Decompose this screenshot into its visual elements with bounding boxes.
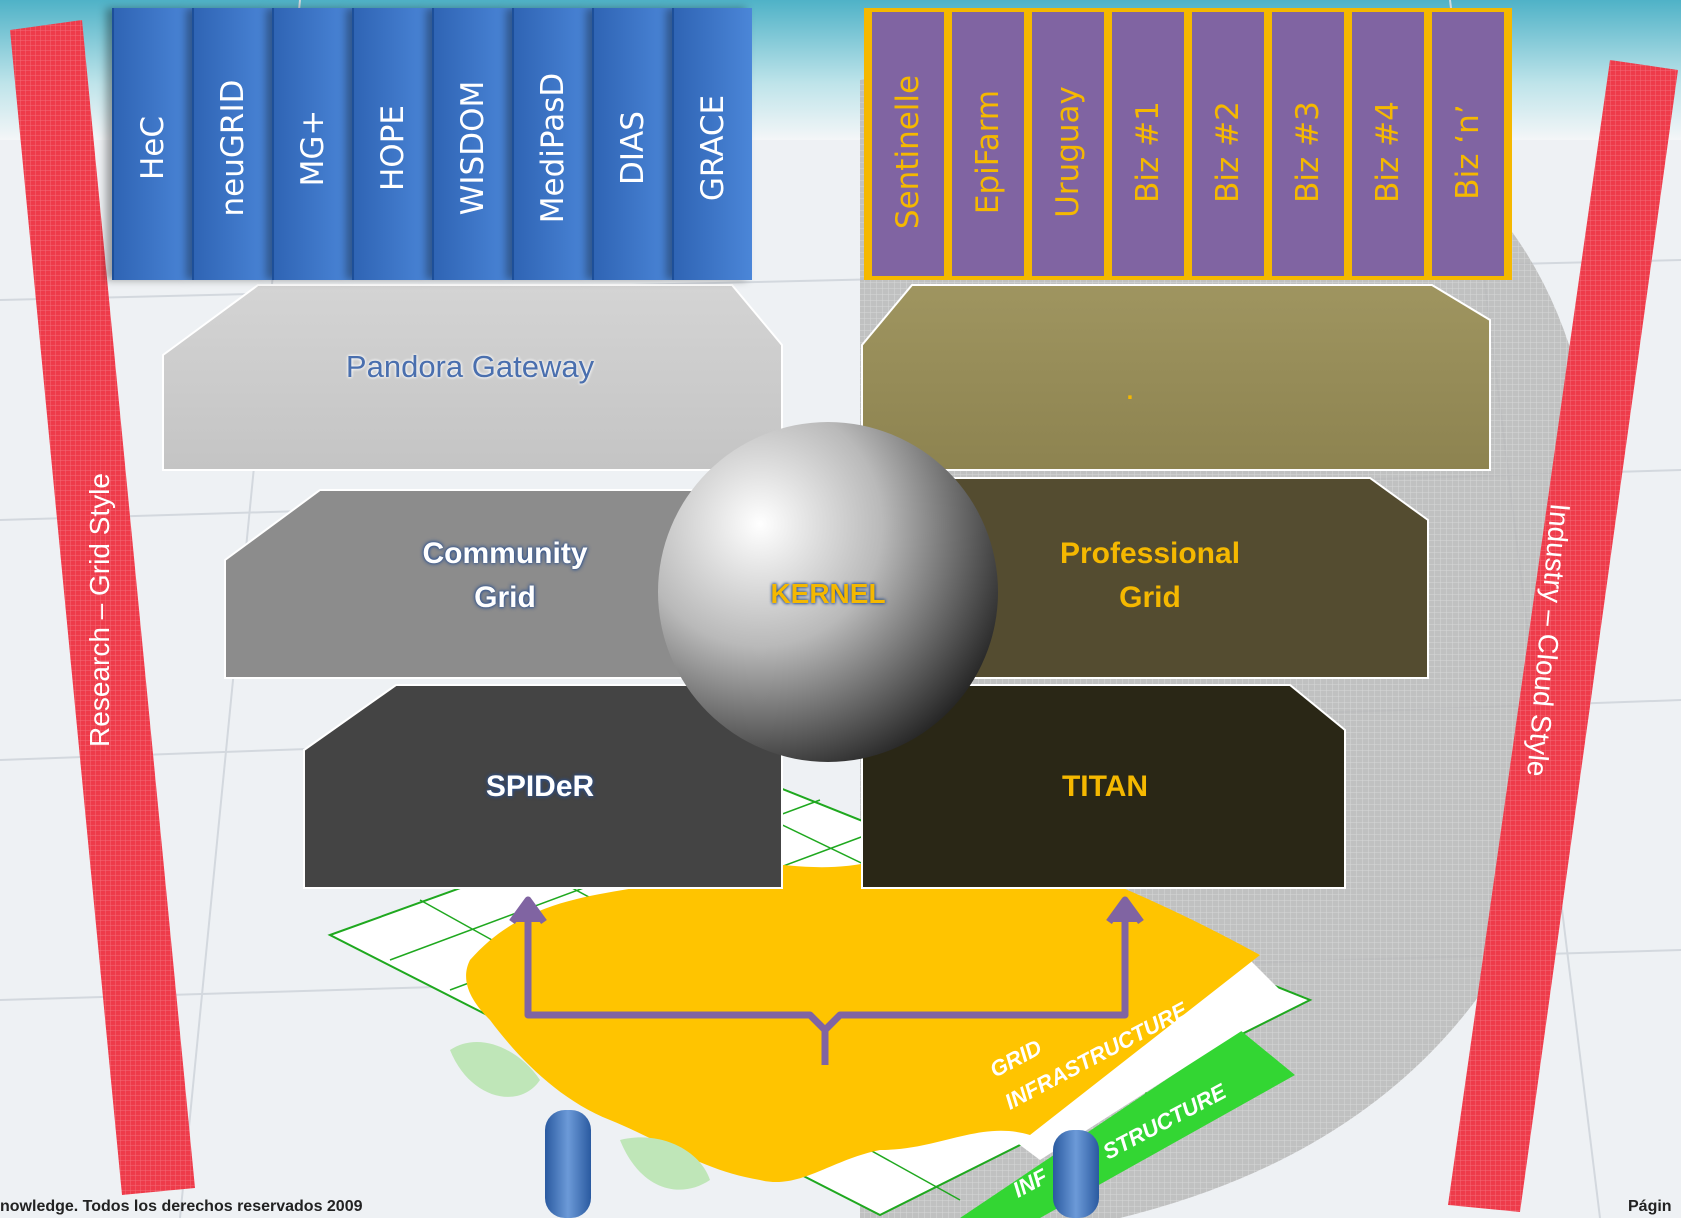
project-column: neuGRID xyxy=(192,8,272,280)
pandora-gateway-label: Pandora Gateway xyxy=(345,349,595,384)
project-column: Sentinelle xyxy=(868,8,948,280)
project-label: Biz #4 xyxy=(1370,101,1406,203)
project-label: MediPasD xyxy=(535,72,571,224)
pandora-gateway-layer xyxy=(162,284,783,471)
pillar-right xyxy=(1053,1130,1099,1218)
community-grid-label-line1: Community xyxy=(422,537,588,570)
project-column: Biz #3 xyxy=(1268,8,1348,280)
footer-page-number: Págin xyxy=(1628,1198,1672,1215)
business-gateway-layer xyxy=(861,284,1491,471)
project-label: Biz #3 xyxy=(1290,101,1326,203)
kernel-sphere xyxy=(658,422,998,762)
project-label: HOPE xyxy=(375,105,411,191)
project-column: EpiFarm xyxy=(948,8,1028,280)
titan-label: TITAN xyxy=(1061,770,1149,803)
project-label: GRACE xyxy=(695,94,731,202)
project-label: HeC xyxy=(135,115,171,181)
research-bar xyxy=(10,20,195,1195)
project-label: neuGRID xyxy=(215,79,251,217)
project-label: MG+ xyxy=(295,109,331,187)
kernel-label: KERNEL xyxy=(770,578,886,609)
project-label: Uruguay xyxy=(1050,86,1086,218)
project-label: Biz #1 xyxy=(1130,101,1166,203)
project-column: GRACE xyxy=(672,8,752,280)
project-column: Biz #2 xyxy=(1188,8,1268,280)
project-label: Biz ‘n’ xyxy=(1450,104,1486,200)
project-column: Biz ‘n’ xyxy=(1428,8,1508,280)
industry-bar xyxy=(1448,60,1678,1212)
pillar-left xyxy=(545,1110,591,1218)
project-column: HOPE xyxy=(352,8,432,280)
project-column: DIAS xyxy=(592,8,672,280)
project-column: Biz #4 xyxy=(1348,8,1428,280)
project-label: DIAS xyxy=(615,111,651,185)
business-projects: Sentinelle EpiFarm Uruguay Biz #1 Biz #2… xyxy=(864,8,1512,280)
project-column: Uruguay xyxy=(1028,8,1108,280)
project-label: EpiFarm xyxy=(970,89,1006,215)
footer-copyright: nowledge. Todos los derechos reservados … xyxy=(0,1198,363,1215)
professional-grid-label-line2: Grid xyxy=(1119,581,1181,614)
spider-label: SPIDeR xyxy=(485,770,595,803)
project-column: MG+ xyxy=(272,8,352,280)
research-projects: HeC neuGRID MG+ HOPE WISDOM MediPasD DIA… xyxy=(112,8,752,280)
project-column: HeC xyxy=(112,8,192,280)
project-label: Biz #2 xyxy=(1210,101,1246,203)
professional-grid-label-line1: Professional xyxy=(1059,537,1241,570)
business-gateway-label: . xyxy=(1126,378,1134,405)
project-column: Biz #1 xyxy=(1108,8,1188,280)
project-column: WISDOM xyxy=(432,8,512,280)
research-grid-style-label: Research – Grid Style xyxy=(84,473,115,747)
community-grid-label-line2: Grid xyxy=(474,581,536,614)
project-label: Sentinelle xyxy=(890,74,926,230)
project-column: MediPasD xyxy=(512,8,592,280)
project-label: WISDOM xyxy=(455,80,491,216)
bracket-arrow xyxy=(509,896,1144,1065)
